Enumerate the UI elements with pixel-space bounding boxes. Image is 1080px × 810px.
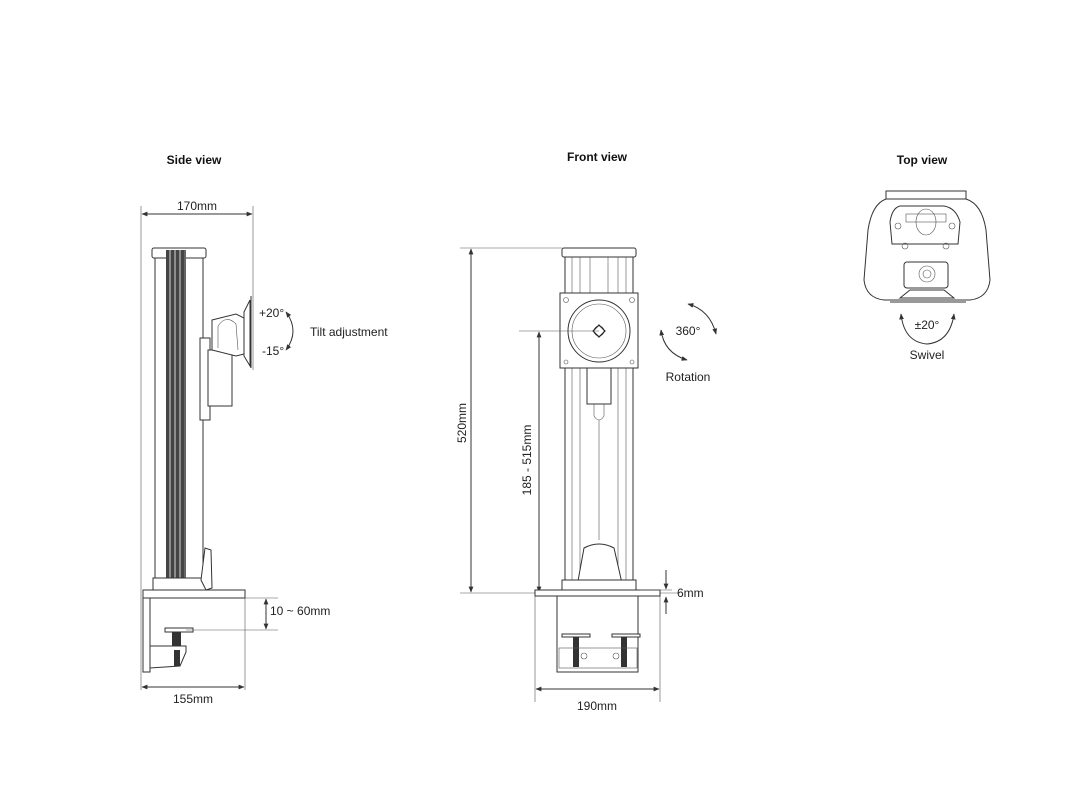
swivel-label: Swivel: [910, 348, 945, 362]
tilt-down-label: -15°: [262, 344, 284, 358]
dimension-170mm: 170mm: [140, 199, 254, 690]
rotation-arc-bottom-icon: [659, 329, 688, 361]
tilt-mount-side: [199, 296, 252, 421]
side-width-top-label: 170mm: [177, 199, 217, 213]
rotation-arc-top-icon: [687, 303, 718, 335]
dimension-155mm: 155mm: [141, 598, 246, 706]
clamp-range-label: 10 ~ 60mm: [270, 604, 330, 618]
top-view: Top view ±20° Swivel: [863, 153, 991, 362]
dimension-190mm: 190mm: [534, 596, 661, 713]
tilt-up-label: +20°: [259, 306, 284, 320]
total-height-label: 520mm: [455, 403, 469, 443]
height-range-label: 185 - 515mm: [520, 425, 534, 496]
side-width-bottom-label: 155mm: [173, 692, 213, 706]
swivel-arc-icon: [899, 313, 956, 345]
front-view-title: Front view: [567, 150, 628, 164]
top-view-title: Top view: [897, 153, 948, 167]
rotation-angle-label: 360°: [676, 324, 701, 338]
swivel-angle-label: ±20°: [915, 318, 940, 332]
dimension-520mm: 520mm: [455, 247, 680, 594]
front-view: Front view: [455, 150, 718, 713]
dimension-6mm: 6mm: [640, 570, 704, 614]
dimension-clamp-range: 10 ~ 60mm: [186, 597, 330, 631]
dimension-height-range: 185 - 515mm: [519, 330, 599, 593]
side-view: Side view 170mm: [140, 153, 388, 706]
base-width-label: 190mm: [577, 699, 617, 713]
desk-clamp-front: [534, 589, 661, 673]
tilt-adjustment-label: Tilt adjustment: [310, 325, 388, 339]
side-view-title: Side view: [167, 153, 222, 167]
desk-clamp-side: [142, 589, 246, 673]
tilt-arc-icon: [285, 311, 294, 351]
rotation-label: Rotation: [666, 370, 711, 384]
plate-thickness-label: 6mm: [677, 586, 704, 600]
vesa-plate: [559, 292, 639, 369]
